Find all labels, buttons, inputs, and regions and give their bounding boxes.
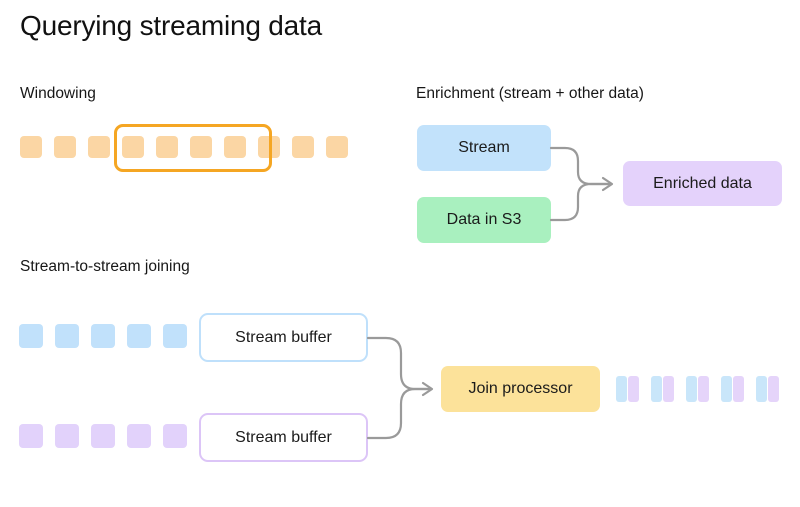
windowing-chip bbox=[190, 136, 212, 158]
join-output-pair bbox=[756, 376, 779, 402]
join-stream-b-chip bbox=[55, 424, 79, 448]
windowing-chip bbox=[156, 136, 178, 158]
join-output-half-left bbox=[721, 376, 732, 402]
join-output-half-left bbox=[686, 376, 697, 402]
connector-buffer-b-to-join bbox=[366, 387, 431, 440]
windowing-chip bbox=[20, 136, 42, 158]
join-stream-b-chip bbox=[19, 424, 43, 448]
join-stream-a-chip bbox=[163, 324, 187, 348]
join-output-pair bbox=[651, 376, 674, 402]
join-stream-b-chip bbox=[91, 424, 115, 448]
join-stream-a-chip bbox=[55, 324, 79, 348]
windowing-chip bbox=[326, 136, 348, 158]
node-stream-label: Stream bbox=[458, 139, 510, 156]
join-stream-b-chip bbox=[127, 424, 151, 448]
join-stream-a-chip bbox=[91, 324, 115, 348]
arrowhead-join-processor bbox=[421, 381, 434, 397]
join-output-pair bbox=[616, 376, 639, 402]
join-output-half-right bbox=[698, 376, 709, 402]
windowing-chip bbox=[122, 136, 144, 158]
join-output-pair bbox=[686, 376, 709, 402]
join-output-half-right bbox=[733, 376, 744, 402]
node-join-processor[interactable]: Join processor bbox=[441, 366, 600, 412]
page-title: Querying streaming data bbox=[20, 10, 323, 41]
join-output-half-right bbox=[663, 376, 674, 402]
windowing-window-highlight bbox=[114, 124, 272, 172]
join-output-half-right bbox=[768, 376, 779, 402]
node-stream-buffer-b-label: Stream buffer bbox=[235, 428, 332, 446]
windowing-chip bbox=[88, 136, 110, 158]
section-title-joining: Stream-to-stream joining bbox=[20, 258, 190, 275]
connector-buffer-a-to-join bbox=[366, 336, 431, 391]
join-output-half-left bbox=[756, 376, 767, 402]
connector-s3-to-enriched bbox=[549, 182, 611, 222]
node-enriched-data[interactable]: Enriched data bbox=[623, 161, 782, 206]
windowing-chip bbox=[54, 136, 76, 158]
node-data-in-s3[interactable]: Data in S3 bbox=[417, 197, 551, 243]
join-stream-a-chip bbox=[19, 324, 43, 348]
node-enriched-data-label: Enriched data bbox=[653, 174, 752, 192]
arrowhead-enriched bbox=[601, 176, 614, 192]
join-output-half-left bbox=[616, 376, 627, 402]
node-stream-buffer-b[interactable]: Stream buffer bbox=[199, 413, 368, 462]
windowing-chip bbox=[292, 136, 314, 158]
windowing-chip bbox=[224, 136, 246, 158]
join-output-pair bbox=[721, 376, 744, 402]
join-output-half-right bbox=[628, 376, 639, 402]
node-data-in-s3-label: Data in S3 bbox=[446, 211, 522, 228]
node-stream-buffer-a-label: Stream buffer bbox=[235, 328, 332, 346]
join-stream-a-chip bbox=[127, 324, 151, 348]
node-stream-buffer-a[interactable]: Stream buffer bbox=[199, 313, 368, 362]
section-title-enrichment: Enrichment (stream + other data) bbox=[416, 85, 644, 102]
join-output-half-left bbox=[651, 376, 662, 402]
node-stream[interactable]: Stream bbox=[417, 125, 551, 171]
connector-stream-to-enriched bbox=[549, 146, 611, 186]
join-stream-b-chip bbox=[163, 424, 187, 448]
node-join-processor-label: Join processor bbox=[468, 380, 573, 397]
section-title-windowing: Windowing bbox=[20, 85, 96, 102]
